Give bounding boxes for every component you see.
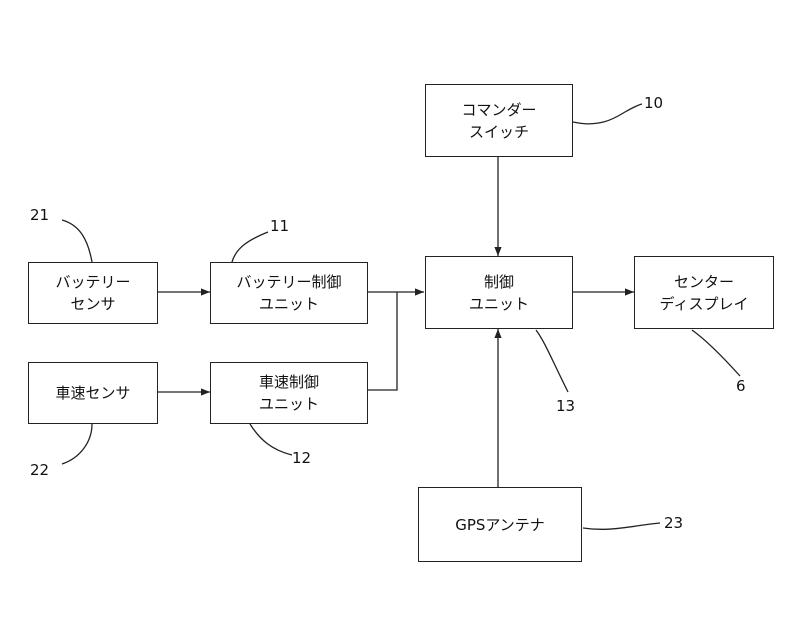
center-display-line2: ディスプレイ — [659, 294, 749, 313]
battery-sensor-line2: センサ — [70, 295, 116, 313]
battery-sensor-box: バッテリー センサ — [28, 262, 158, 324]
leader-12 — [249, 423, 293, 456]
gps-antenna-box: GPSアンテナ — [418, 487, 582, 562]
control-unit-box: 制御 ユニット — [425, 256, 573, 329]
control-unit-line1: 制御 — [483, 272, 514, 291]
ref-13: 13 — [556, 397, 576, 415]
ref-6: 6 — [736, 377, 746, 395]
battery-control-unit-box: バッテリー制御 ユニット — [210, 262, 368, 324]
center-display-line1: センター — [673, 272, 734, 291]
center-display-box: センター ディスプレイ — [634, 256, 774, 329]
speed-control-unit-box: 車速制御 ユニット — [210, 362, 368, 424]
leader-21 — [61, 219, 93, 263]
ref-10: 10 — [644, 94, 664, 112]
gps-antenna-line1: GPSアンテナ — [455, 515, 545, 534]
leader-11 — [231, 231, 269, 263]
leader-23 — [582, 522, 661, 530]
leader-13 — [535, 329, 569, 393]
battery-sensor-line1: バッテリー — [55, 273, 131, 291]
leader-22 — [61, 423, 93, 465]
speed-sensor-line1: 車速センサ — [55, 384, 131, 402]
commander-switch-line2: スイッチ — [468, 122, 529, 141]
commander-switch-line1: コマンダー — [461, 100, 537, 119]
battery-control-line2: ユニット — [258, 295, 319, 313]
battery-control-line1: バッテリー制御 — [236, 273, 342, 291]
ref-11: 11 — [270, 217, 290, 235]
ref-22: 22 — [30, 461, 50, 479]
leader-6 — [691, 329, 741, 377]
speed-sensor-box: 車速センサ — [28, 362, 158, 424]
line-speed-control-to-junction — [368, 292, 398, 391]
ref-12: 12 — [292, 449, 312, 467]
commander-switch-box: コマンダー スイッチ — [425, 84, 573, 157]
leader-10 — [572, 103, 643, 125]
control-unit-line2: ユニット — [468, 294, 529, 313]
speed-control-line1: 車速制御 — [258, 373, 319, 391]
ref-21: 21 — [30, 206, 50, 224]
ref-23: 23 — [664, 514, 684, 532]
speed-control-line2: ユニット — [258, 395, 319, 413]
